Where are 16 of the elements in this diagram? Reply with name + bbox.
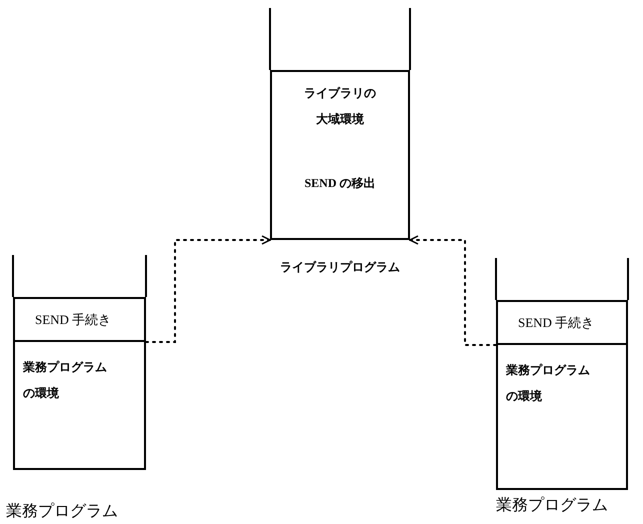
procedure-box bbox=[496, 300, 628, 345]
node-label: 業務プログラム bbox=[496, 496, 609, 516]
box-text: SEND 手続き bbox=[34, 310, 112, 328]
box-text: SEND の移出 bbox=[303, 175, 376, 192]
environment-box bbox=[496, 345, 628, 490]
node-label: ライブラリプログラム bbox=[279, 259, 401, 276]
environment-box bbox=[270, 70, 410, 240]
dotted-arrow bbox=[145, 235, 271, 343]
box-text: SEND 手続き bbox=[517, 314, 594, 332]
box-text: 業務プログラムの環境 bbox=[506, 362, 591, 405]
node-label: 業務プログラム bbox=[6, 502, 119, 522]
box-text: 業務プログラムの環境 bbox=[23, 359, 108, 402]
dotted-arrow bbox=[409, 235, 497, 346]
environment-box bbox=[13, 342, 146, 470]
procedure-box bbox=[13, 297, 146, 342]
box-text: ライブラリの大域環境 bbox=[303, 85, 377, 128]
